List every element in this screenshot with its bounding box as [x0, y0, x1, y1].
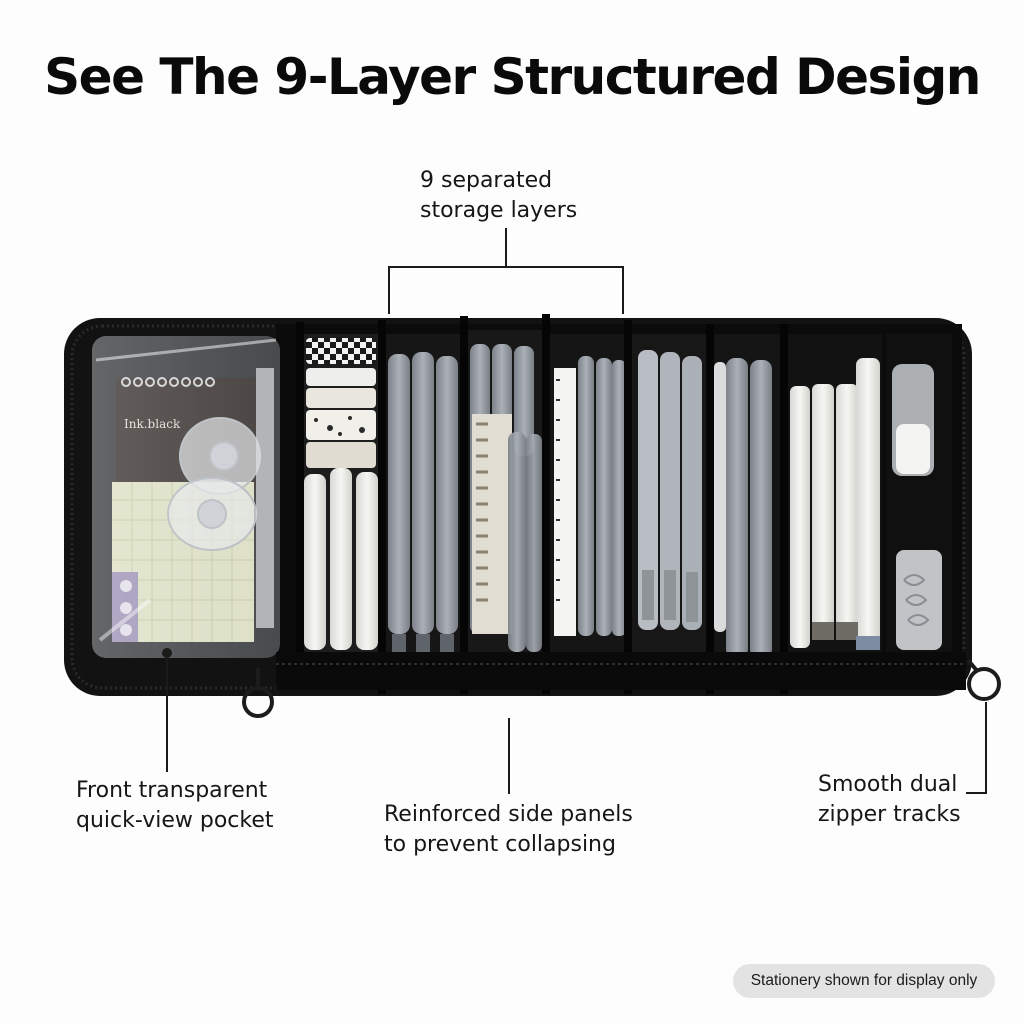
bracket-vertical — [505, 228, 507, 268]
callout-front-pocket: Front transparent quick-view pocket — [76, 776, 274, 836]
callout-zipper-tracks: Smooth dual zipper tracks — [818, 770, 961, 830]
callout-zipper-tracks-line1: Smooth dual — [818, 772, 958, 797]
bracket-right-leg — [622, 266, 624, 314]
callout-storage-layers-line1: 9 separated — [420, 168, 553, 193]
callout-front-pocket-line2: quick-view pocket — [76, 808, 274, 833]
bracket-left-leg — [388, 266, 390, 314]
divider-panels — [296, 314, 788, 694]
page-title: See The 9-Layer Structured Design — [44, 48, 981, 106]
callout-side-panels-line1: Reinforced side panels — [384, 802, 633, 827]
bracket-horizontal — [388, 266, 624, 268]
pocket-pointer-line — [166, 652, 168, 772]
callout-side-panels-line2: to prevent collapsing — [384, 832, 616, 857]
layer-gel-pens — [384, 334, 464, 656]
callout-side-panels: Reinforced side panels to prevent collap… — [384, 800, 633, 860]
layer-washi-tape — [300, 334, 382, 656]
callout-zipper-tracks-line2: zipper tracks — [818, 802, 961, 827]
transparent-pocket: Ink.black — [92, 336, 280, 658]
layer-clips-eraser — [886, 334, 952, 656]
zipper-pointer-vertical — [985, 702, 987, 794]
zipper-pointer-horizontal — [966, 792, 987, 794]
layer-gray-pens — [712, 334, 784, 658]
callout-storage-layers-line2: storage layers — [420, 198, 578, 223]
callout-front-pocket-line1: Front transparent — [76, 778, 268, 803]
callout-storage-layers: 9 separated storage layers — [420, 166, 577, 226]
display-only-badge: Stationery shown for display only — [733, 964, 995, 998]
layer-white-markers — [786, 334, 882, 656]
panels-pointer-line — [508, 718, 510, 794]
zipper-pull-right — [966, 658, 1001, 701]
pocket-pointer-dot — [162, 648, 172, 658]
layer-spiral-notebooks — [466, 330, 544, 656]
layer-memo-pens — [548, 334, 628, 656]
layer-clear-pens — [632, 334, 708, 656]
zipper-pull-left — [242, 668, 274, 718]
